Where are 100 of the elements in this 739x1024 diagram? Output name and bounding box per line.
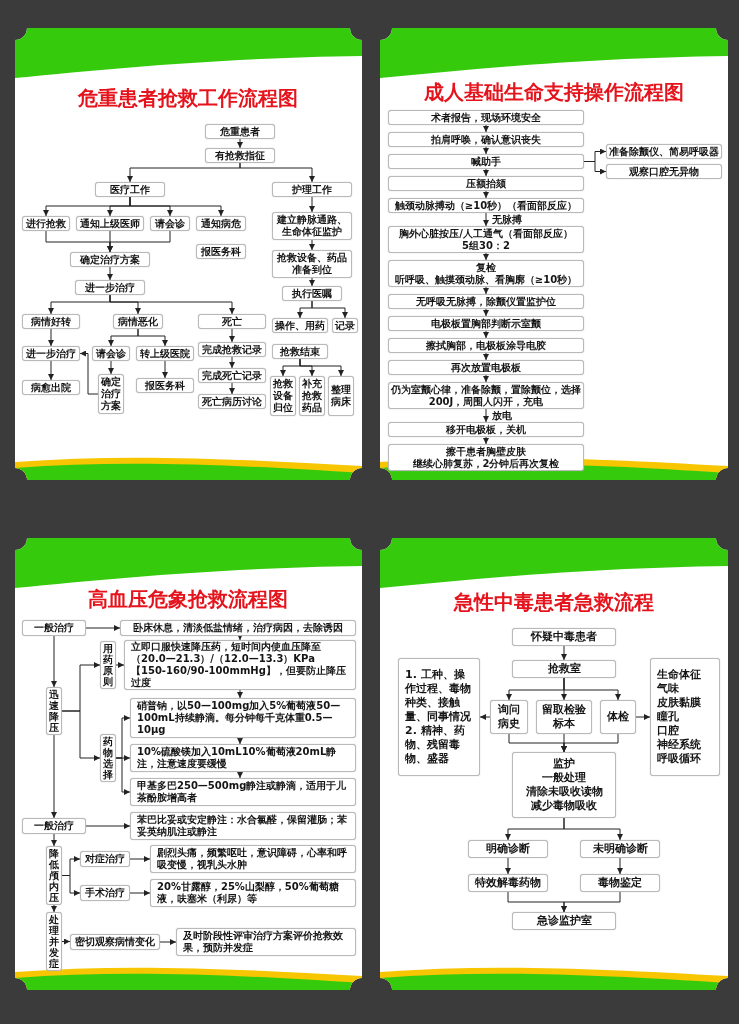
process-box — [388, 226, 584, 253]
step-text: 完成抢救记录 — [202, 343, 262, 356]
step-text: 苯巴比妥或安定静注：水合氯醛，保留灌肠；苯妥英纳肌注或静注 — [137, 814, 348, 838]
arrow — [309, 277, 315, 287]
process-box — [512, 660, 616, 678]
arrow — [61, 710, 101, 761]
step-text: 记录 — [335, 319, 355, 332]
step-text: 处理并发症 — [49, 914, 59, 969]
process-box — [120, 620, 356, 636]
step-text: 一般处理 — [542, 771, 586, 785]
step-text: 硝普钠，以50—100mg加入5%葡萄液50—100mL持续静滴。每分钟每千克体重0.5—10μg — [137, 700, 342, 736]
arrow — [483, 308, 489, 317]
process-box — [22, 818, 86, 834]
step-text: 通知上级医师 — [80, 217, 140, 230]
arrow — [79, 350, 99, 395]
step-text: 转上级医院 — [140, 347, 190, 360]
step-text: 怀疑中毒患者 — [531, 630, 597, 644]
process-box — [70, 252, 150, 267]
process-box — [92, 346, 130, 361]
arrow — [48, 328, 54, 347]
arrow — [563, 817, 623, 841]
process-box — [205, 124, 275, 139]
step-text: 进一步治疗 — [26, 347, 76, 360]
process-box — [205, 148, 275, 163]
flowchart-title: 危重患者抢救工作流程图 — [78, 86, 298, 110]
step-text: 擦干患者胸壁皮肤 — [446, 445, 526, 457]
arrow — [483, 330, 489, 339]
process-box — [22, 380, 80, 395]
step-text: 监护 — [553, 757, 575, 771]
step-text: 压额抬颏 — [466, 177, 506, 190]
arrow — [159, 939, 177, 945]
arrow — [483, 146, 489, 155]
process-box — [512, 752, 616, 818]
process-box — [70, 934, 160, 950]
step-text: 准备除颤仪、简易呼吸器 — [609, 145, 719, 158]
step-text: 再次放置电极板 — [451, 361, 521, 374]
arrow — [237, 634, 243, 641]
step-text: 病情好转 — [31, 315, 71, 328]
process-box — [22, 346, 80, 361]
step-text: 请会诊 — [96, 347, 126, 360]
step-text: 病情恶化 — [118, 315, 158, 328]
step-text: 立即口服快速降压药，短时间内使血压降至（20.0—21.3）/（12.0—13.3）KPa【150-160/90-100mmHg】，但要防止降压过度 — [131, 641, 347, 689]
step-text: 复检 — [476, 261, 496, 273]
process-box — [76, 216, 144, 231]
step-text: 继续心肺复苏，2分钟后再次复检 — [412, 457, 560, 470]
step-text: 明确诊断 — [486, 842, 530, 856]
step-text: 执行医嘱 — [292, 287, 332, 300]
step-text: 死亡病历讨论 — [202, 395, 262, 408]
step-text: 进一步治疗 — [85, 281, 135, 294]
arrow — [109, 294, 235, 315]
arrow — [239, 162, 315, 183]
step-text: 有抢救指征 — [215, 149, 265, 162]
process-box — [130, 698, 356, 738]
arrow — [129, 890, 151, 896]
process-box — [150, 879, 356, 907]
arrow — [483, 436, 489, 445]
process-box — [650, 658, 720, 776]
step-text: 喊助手 — [471, 155, 501, 168]
arrow — [483, 190, 489, 199]
step-text: 抢救设备归位 — [273, 378, 293, 414]
process-box — [388, 198, 584, 213]
process-box — [490, 700, 528, 734]
step-text: 完成死亡记录 — [202, 369, 262, 382]
process-box — [80, 851, 130, 867]
step-text: 病愈出院 — [31, 381, 71, 394]
step-text: 气味 — [657, 682, 679, 696]
process-box — [388, 154, 584, 169]
step-text: 卧床休息，清淡低盐情绪，治疗病因，去除诱因 — [133, 622, 343, 634]
arrow — [51, 904, 57, 913]
step-text: 护理工作 — [292, 183, 332, 196]
step-text: 仍为室颤心律，准备除颤，置除颤位，选择200J，周围人闪开，充电 — [391, 383, 581, 408]
step-text: 观察口腔无异物 — [629, 165, 699, 178]
step-text: 体检 — [607, 710, 629, 724]
step-text: 对症治疗 — [85, 853, 125, 865]
arrow — [505, 857, 511, 875]
arrow — [483, 252, 489, 261]
step-text: 补充抢救药品 — [302, 378, 322, 414]
arrow — [483, 408, 489, 423]
process-box — [80, 885, 130, 901]
arrow — [483, 286, 489, 295]
process-box — [136, 378, 194, 393]
arrow — [483, 168, 489, 177]
arrow — [229, 382, 235, 395]
arrow — [299, 358, 344, 377]
process-box — [113, 314, 163, 329]
process-box — [198, 394, 266, 409]
arrow — [129, 196, 224, 217]
step-text: 死亡 — [222, 315, 242, 328]
step-text: 毒物鉴定 — [598, 876, 642, 890]
step-text: 及时阶段性评审治疗方案评价抢救效果，预防并发症 — [183, 930, 344, 954]
process-box — [272, 182, 352, 197]
step-text: 1. 工种、操作过程、毒物种类、接触量、同事情况 — [405, 668, 472, 724]
step-text: 迅速降压 — [49, 689, 59, 733]
process-box — [388, 176, 584, 191]
step-text: 胸外心脏按压/人工通气（看面部反应） — [399, 227, 573, 240]
process-box — [75, 280, 145, 295]
arrow — [479, 714, 491, 720]
step-text: 建立静脉通路、生命体征监护 — [275, 214, 348, 238]
process-box — [198, 368, 266, 383]
arrow — [162, 360, 168, 379]
